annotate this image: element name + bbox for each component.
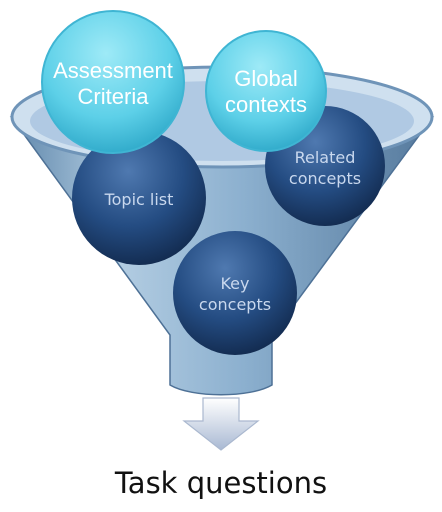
- assessment-criteria-line1: Assessment: [53, 58, 173, 83]
- global-contexts-label: Global contexts: [211, 66, 321, 118]
- related-concepts-line1: Related: [294, 148, 356, 167]
- related-concepts-line2: concepts: [288, 169, 362, 188]
- global-contexts-line2: contexts: [225, 92, 307, 117]
- key-concepts-line2: concepts: [198, 295, 272, 314]
- task-questions-label: Task questions: [114, 466, 328, 500]
- key-concepts-label: Key concepts: [180, 273, 290, 315]
- global-contexts-line1: Global: [234, 66, 298, 91]
- assessment-criteria-label: Assessment Criteria: [43, 58, 183, 110]
- related-concepts-label: Related concepts: [270, 147, 380, 189]
- global-contexts-ball: [205, 30, 327, 152]
- assessment-criteria-ball: [41, 10, 185, 154]
- down-arrow-icon: [182, 397, 260, 451]
- key-concepts-ball: [173, 231, 297, 355]
- topic-list-label: Topic list: [104, 190, 174, 209]
- assessment-criteria-line2: Criteria: [77, 84, 149, 109]
- topic-list-ball: [72, 131, 206, 265]
- key-concepts-line1: Key: [220, 274, 250, 293]
